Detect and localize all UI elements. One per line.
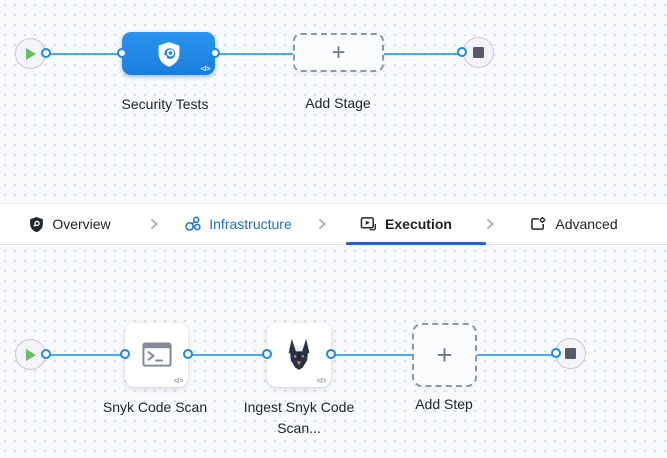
overview-shield-icon bbox=[30, 216, 44, 232]
step-node-snyk-code-scan[interactable]: </> bbox=[125, 323, 188, 387]
stop-icon bbox=[565, 348, 576, 359]
active-tab-underline bbox=[346, 242, 486, 245]
tab-separator bbox=[476, 204, 504, 244]
tab-overview-label: Overview bbox=[52, 216, 111, 232]
terminal-icon bbox=[141, 342, 172, 367]
chevron-right-icon bbox=[151, 218, 158, 230]
snyk-doberman-icon bbox=[288, 338, 310, 370]
stage-node-security-tests[interactable]: </> bbox=[122, 32, 215, 75]
port-stage-in bbox=[117, 48, 127, 58]
port-start-out bbox=[41, 48, 51, 58]
add-step-button[interactable]: + bbox=[412, 323, 477, 387]
execution-start-node bbox=[15, 339, 46, 370]
add-stage-label: Add Stage bbox=[305, 95, 371, 111]
port-step1-in bbox=[120, 349, 130, 359]
advanced-gear-icon bbox=[531, 216, 546, 230]
port-stop-in bbox=[457, 47, 467, 57]
tab-execution[interactable]: Execution bbox=[336, 204, 486, 245]
yaml-code-badge: </> bbox=[316, 376, 327, 385]
infrastructure-nodes-icon bbox=[185, 216, 201, 231]
stage-config-tab-bar: Overview Infrastructure Execution bbox=[0, 203, 667, 245]
add-step-label: Add Step bbox=[415, 396, 473, 412]
step-label-snyk-code-scan: Snyk Code Scan bbox=[102, 399, 208, 415]
port-exec-stop-in bbox=[551, 348, 561, 358]
port-exec-start-out bbox=[41, 349, 51, 359]
stage-label: Security Tests bbox=[121, 96, 209, 112]
tab-separator bbox=[140, 204, 168, 244]
yaml-code-badge: </> bbox=[200, 64, 211, 73]
plus-icon: + bbox=[436, 339, 453, 370]
yaml-code-badge: </> bbox=[173, 376, 184, 385]
tab-infrastructure-label: Infrastructure bbox=[209, 216, 292, 232]
play-icon bbox=[26, 47, 36, 60]
tab-advanced-label: Advanced bbox=[555, 216, 618, 232]
port-step1-out bbox=[183, 349, 193, 359]
stop-icon bbox=[473, 47, 484, 58]
port-step2-out bbox=[326, 349, 336, 359]
tab-infrastructure[interactable]: Infrastructure bbox=[168, 204, 308, 244]
pipeline-stop-node bbox=[463, 37, 494, 68]
port-step2-in bbox=[262, 349, 272, 359]
tab-execution-label: Execution bbox=[385, 216, 452, 232]
play-icon bbox=[26, 348, 36, 361]
execution-step-canvas[interactable]: </> </> + Snyk Code Scan Ingest Snyk Cod… bbox=[0, 246, 667, 458]
tab-separator bbox=[308, 204, 336, 244]
port-stage-out bbox=[210, 48, 220, 58]
security-shield-icon bbox=[158, 41, 179, 67]
tab-advanced[interactable]: Advanced bbox=[504, 204, 644, 244]
tab-overview[interactable]: Overview bbox=[0, 204, 140, 244]
step-label-ingest-snyk: Ingest Snyk Code Scan... bbox=[243, 399, 355, 436]
pipeline-start-node bbox=[15, 38, 46, 69]
stage-graph-canvas[interactable]: </> + Security Tests Add Stage bbox=[0, 0, 667, 204]
stage-connector-line bbox=[46, 52, 462, 55]
execution-play-icon bbox=[360, 217, 376, 231]
plus-icon: + bbox=[331, 38, 346, 66]
chevron-right-icon bbox=[487, 218, 494, 230]
chevron-right-icon bbox=[319, 218, 326, 230]
add-stage-button[interactable]: + bbox=[293, 33, 384, 72]
step-node-ingest-snyk[interactable]: </> bbox=[267, 323, 331, 387]
